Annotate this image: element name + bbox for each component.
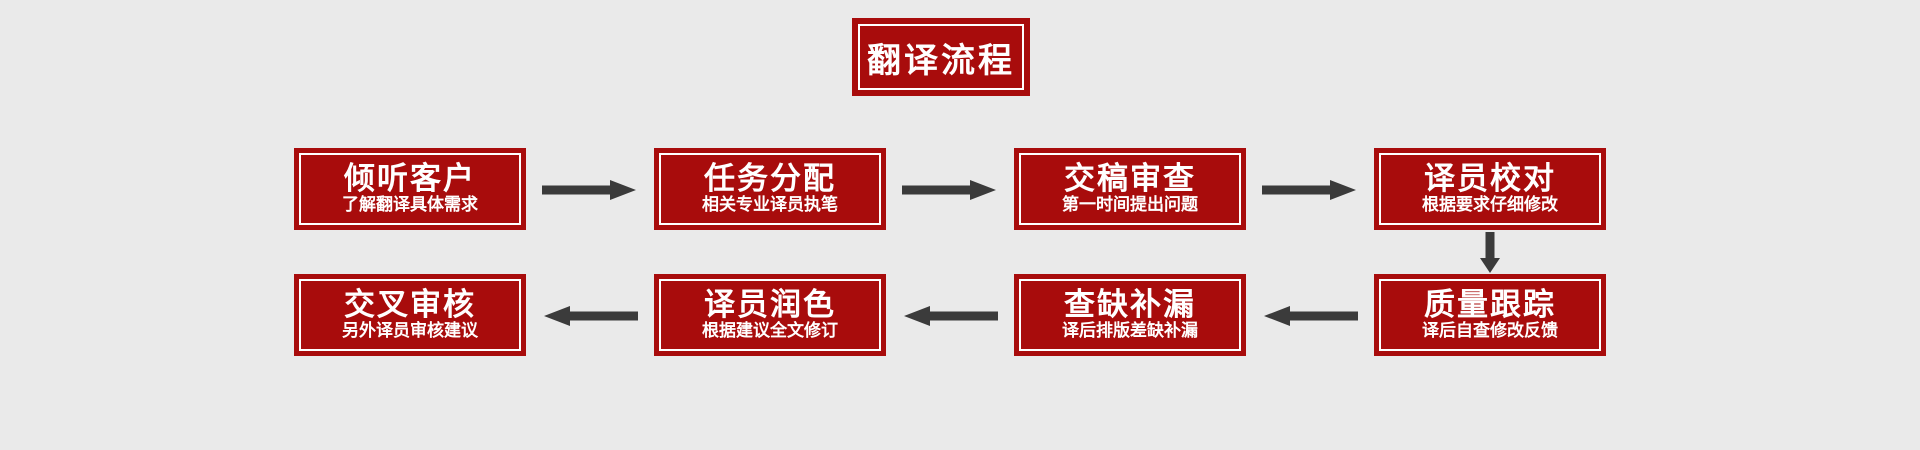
process-node-step-3-title: 交稿审查 [1064, 161, 1196, 197]
process-node-step-2-inner: 任务分配 相关专业译员执笔 [659, 153, 881, 225]
process-node-step-1-title: 倾听客户 [344, 161, 476, 197]
arrow-step5-to-step6-icon [1260, 304, 1360, 328]
process-node-step-3-subtitle: 第一时间提出问题 [1062, 195, 1198, 215]
process-node-step-3[interactable]: 交稿审查 第一时间提出问题 [1014, 148, 1246, 230]
process-node-step-2[interactable]: 任务分配 相关专业译员执笔 [654, 148, 886, 230]
process-node-step-8-inner: 交叉审核 另外译员审核建议 [299, 279, 521, 351]
page-title: 翻译流程 [867, 40, 1015, 81]
flowchart-title-box: 翻译流程 [852, 18, 1030, 96]
process-node-step-3-inner: 交稿审查 第一时间提出问题 [1019, 153, 1241, 225]
process-node-step-6[interactable]: 查缺补漏 译后排版差缺补漏 [1014, 274, 1246, 356]
process-node-step-8-subtitle: 另外译员审核建议 [342, 321, 478, 341]
process-node-step-8[interactable]: 交叉审核 另外译员审核建议 [294, 274, 526, 356]
process-node-step-7-inner: 译员润色 根据建议全文修订 [659, 279, 881, 351]
process-node-step-5-subtitle: 译后自查修改反馈 [1422, 321, 1558, 341]
process-node-step-4[interactable]: 译员校对 根据要求仔细修改 [1374, 148, 1606, 230]
flowchart-title-inner-border: 翻译流程 [858, 24, 1024, 90]
process-node-step-7-title: 译员润色 [704, 287, 836, 323]
process-node-step-4-subtitle: 根据要求仔细修改 [1422, 195, 1558, 215]
arrow-step2-to-step3-icon [900, 178, 1000, 202]
arrow-step3-to-step4-icon [1260, 178, 1360, 202]
process-node-step-7[interactable]: 译员润色 根据建议全文修订 [654, 274, 886, 356]
arrow-step1-to-step2-icon [540, 178, 640, 202]
process-node-step-6-inner: 查缺补漏 译后排版差缺补漏 [1019, 279, 1241, 351]
arrow-step7-to-step8-icon [540, 304, 640, 328]
arrow-step4-to-step5-icon [1478, 232, 1502, 274]
process-node-step-7-subtitle: 根据建议全文修订 [702, 321, 838, 341]
process-node-step-8-title: 交叉审核 [344, 287, 476, 323]
arrow-step6-to-step7-icon [900, 304, 1000, 328]
process-node-step-2-title: 任务分配 [704, 161, 836, 197]
process-node-step-4-inner: 译员校对 根据要求仔细修改 [1379, 153, 1601, 225]
process-node-step-6-title: 查缺补漏 [1064, 287, 1196, 323]
process-node-step-4-title: 译员校对 [1424, 161, 1556, 197]
process-node-step-5[interactable]: 质量跟踪 译后自查修改反馈 [1374, 274, 1606, 356]
process-node-step-5-inner: 质量跟踪 译后自查修改反馈 [1379, 279, 1601, 351]
process-node-step-1-inner: 倾听客户 了解翻译具体需求 [299, 153, 521, 225]
process-node-step-2-subtitle: 相关专业译员执笔 [702, 195, 838, 215]
process-node-step-6-subtitle: 译后排版差缺补漏 [1062, 321, 1198, 341]
process-node-step-1[interactable]: 倾听客户 了解翻译具体需求 [294, 148, 526, 230]
process-node-step-1-subtitle: 了解翻译具体需求 [342, 195, 478, 215]
process-node-step-5-title: 质量跟踪 [1424, 287, 1556, 323]
